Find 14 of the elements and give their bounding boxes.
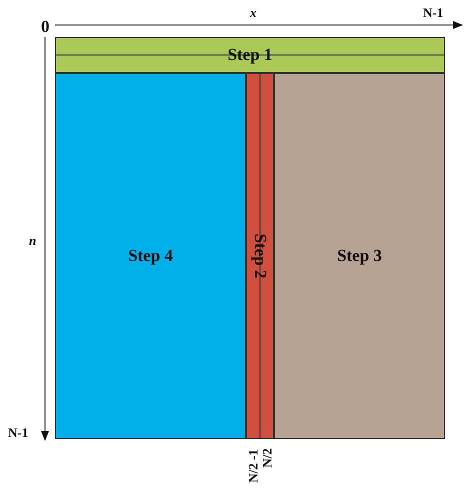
region-label: Step 3 bbox=[337, 246, 382, 266]
region-label: Step 4 bbox=[128, 246, 173, 266]
axis-origin-label: 0 bbox=[41, 18, 50, 35]
step-band bbox=[246, 73, 274, 439]
tick-label: N/2 -1 bbox=[246, 449, 260, 483]
axis-name: n bbox=[29, 234, 36, 247]
tick-label: N/2 bbox=[260, 448, 274, 468]
region-label: Step 2 bbox=[250, 234, 270, 278]
axis-name: x bbox=[250, 6, 256, 19]
axis-end-label: N-1 bbox=[423, 6, 444, 19]
region-block bbox=[274, 73, 445, 439]
step-band bbox=[55, 37, 445, 73]
axis-end-label: N-1 bbox=[8, 426, 28, 439]
region-block bbox=[55, 73, 246, 439]
